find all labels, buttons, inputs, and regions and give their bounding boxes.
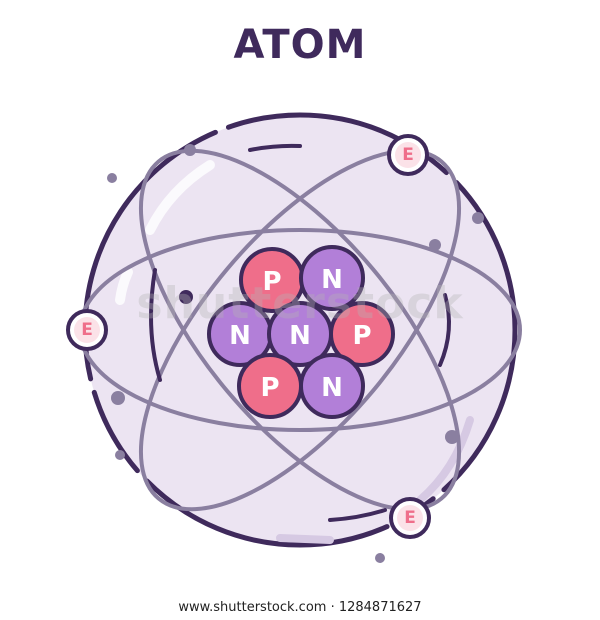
proton-label: P — [260, 373, 279, 403]
proton-label: P — [262, 267, 281, 297]
proton: P — [329, 301, 395, 367]
neutron-label: N — [289, 321, 311, 351]
neutron: N — [299, 245, 365, 311]
nucleus: P N N N P P N — [207, 245, 395, 419]
electron-left: E — [66, 309, 108, 351]
orbit-dots — [107, 144, 484, 563]
orbit-diagonal-left — [138, 148, 462, 512]
neutron-label: N — [321, 373, 343, 403]
electron-top-right: E — [387, 134, 429, 176]
proton: P — [237, 353, 303, 419]
orbit-accents — [149, 143, 451, 522]
neutron-label: N — [321, 265, 343, 295]
electron-label: E — [402, 145, 414, 165]
neutron: N — [299, 353, 365, 419]
proton-label: P — [352, 321, 371, 351]
electron-label: E — [404, 508, 416, 528]
page-title: ATOM — [233, 22, 367, 68]
electron-bottom-right: E — [389, 497, 431, 539]
orbit-diagonal-right — [138, 148, 462, 512]
electron-label: E — [81, 320, 93, 340]
neutron-label: N — [229, 321, 251, 351]
footer-url: www.shutterstock.com · 1284871627 — [178, 600, 422, 615]
neutron: N — [207, 301, 273, 367]
